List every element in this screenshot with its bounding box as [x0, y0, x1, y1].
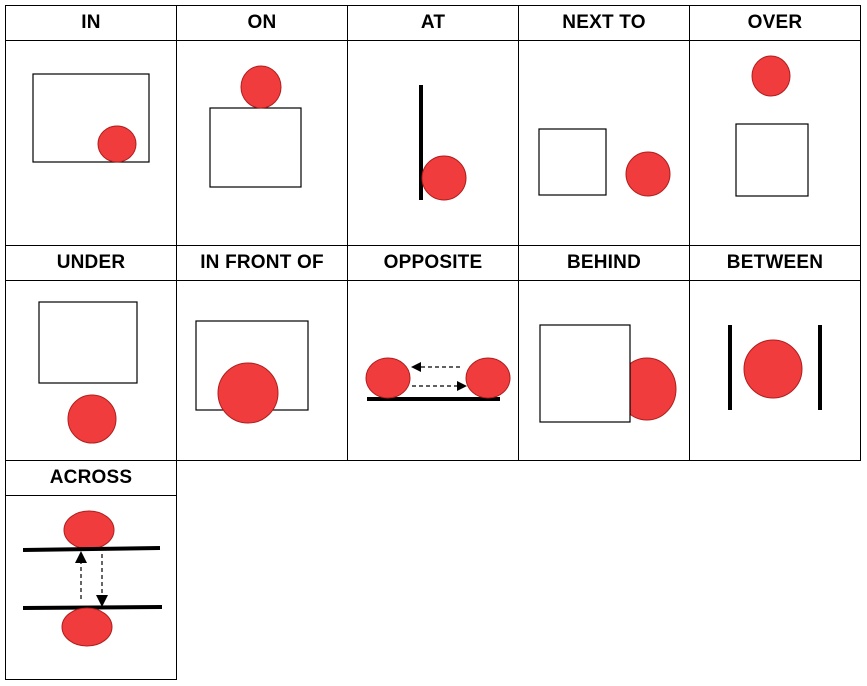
label-at: AT: [348, 6, 518, 41]
label-over: OVER: [690, 6, 860, 41]
label-across: ACROSS: [6, 461, 176, 496]
illustration-in-front-of: [195, 320, 309, 424]
label-next-to: NEXT TO: [519, 6, 689, 41]
cell-at: AT: [347, 5, 519, 246]
ball-top: [63, 510, 115, 550]
box: [538, 128, 607, 196]
ball-right: [465, 357, 511, 399]
ball: [67, 394, 117, 444]
cell-in-front-of: IN FRONT OF: [176, 245, 348, 461]
illustration-between: [728, 325, 822, 410]
label-on: ON: [177, 6, 347, 41]
illustration-under: [38, 301, 138, 444]
ball-left: [365, 357, 411, 399]
label-opposite: OPPOSITE: [348, 246, 518, 281]
box: [735, 123, 809, 197]
box: [38, 301, 138, 384]
ball: [625, 151, 671, 197]
cell-under: UNDER: [5, 245, 177, 461]
ball: [743, 339, 803, 399]
illustration-in: [32, 73, 150, 163]
cell-behind: BEHIND: [518, 245, 690, 461]
cell-opposite: OPPOSITE: [347, 245, 519, 461]
illustration-on: [209, 65, 302, 188]
illustration-behind: [539, 324, 677, 423]
ball: [240, 65, 282, 109]
cell-between: BETWEEN: [689, 245, 861, 461]
label-in-front-of: IN FRONT OF: [177, 246, 347, 281]
illustration-next-to: [538, 128, 671, 197]
illustration-across: [22, 510, 163, 647]
label-between: BETWEEN: [690, 246, 860, 281]
illustration-opposite: [365, 357, 511, 401]
illustration-over: [735, 55, 809, 197]
cell-in: IN: [5, 5, 177, 246]
label-in: IN: [6, 6, 176, 41]
ball: [217, 362, 279, 424]
ball: [421, 155, 467, 201]
cell-on: ON: [176, 5, 348, 246]
label-under: UNDER: [6, 246, 176, 281]
cell-over: OVER: [689, 5, 861, 246]
lower-line: [22, 605, 163, 610]
box: [209, 107, 302, 188]
box: [539, 324, 631, 423]
cell-next-to: NEXT TO: [518, 5, 690, 246]
ball: [97, 125, 137, 163]
label-behind: BEHIND: [519, 246, 689, 281]
illustration-at: [419, 85, 467, 201]
upper-line: [22, 546, 161, 552]
ball: [751, 55, 791, 97]
cell-across: ACROSS: [5, 460, 177, 680]
ball-bottom: [61, 607, 113, 647]
